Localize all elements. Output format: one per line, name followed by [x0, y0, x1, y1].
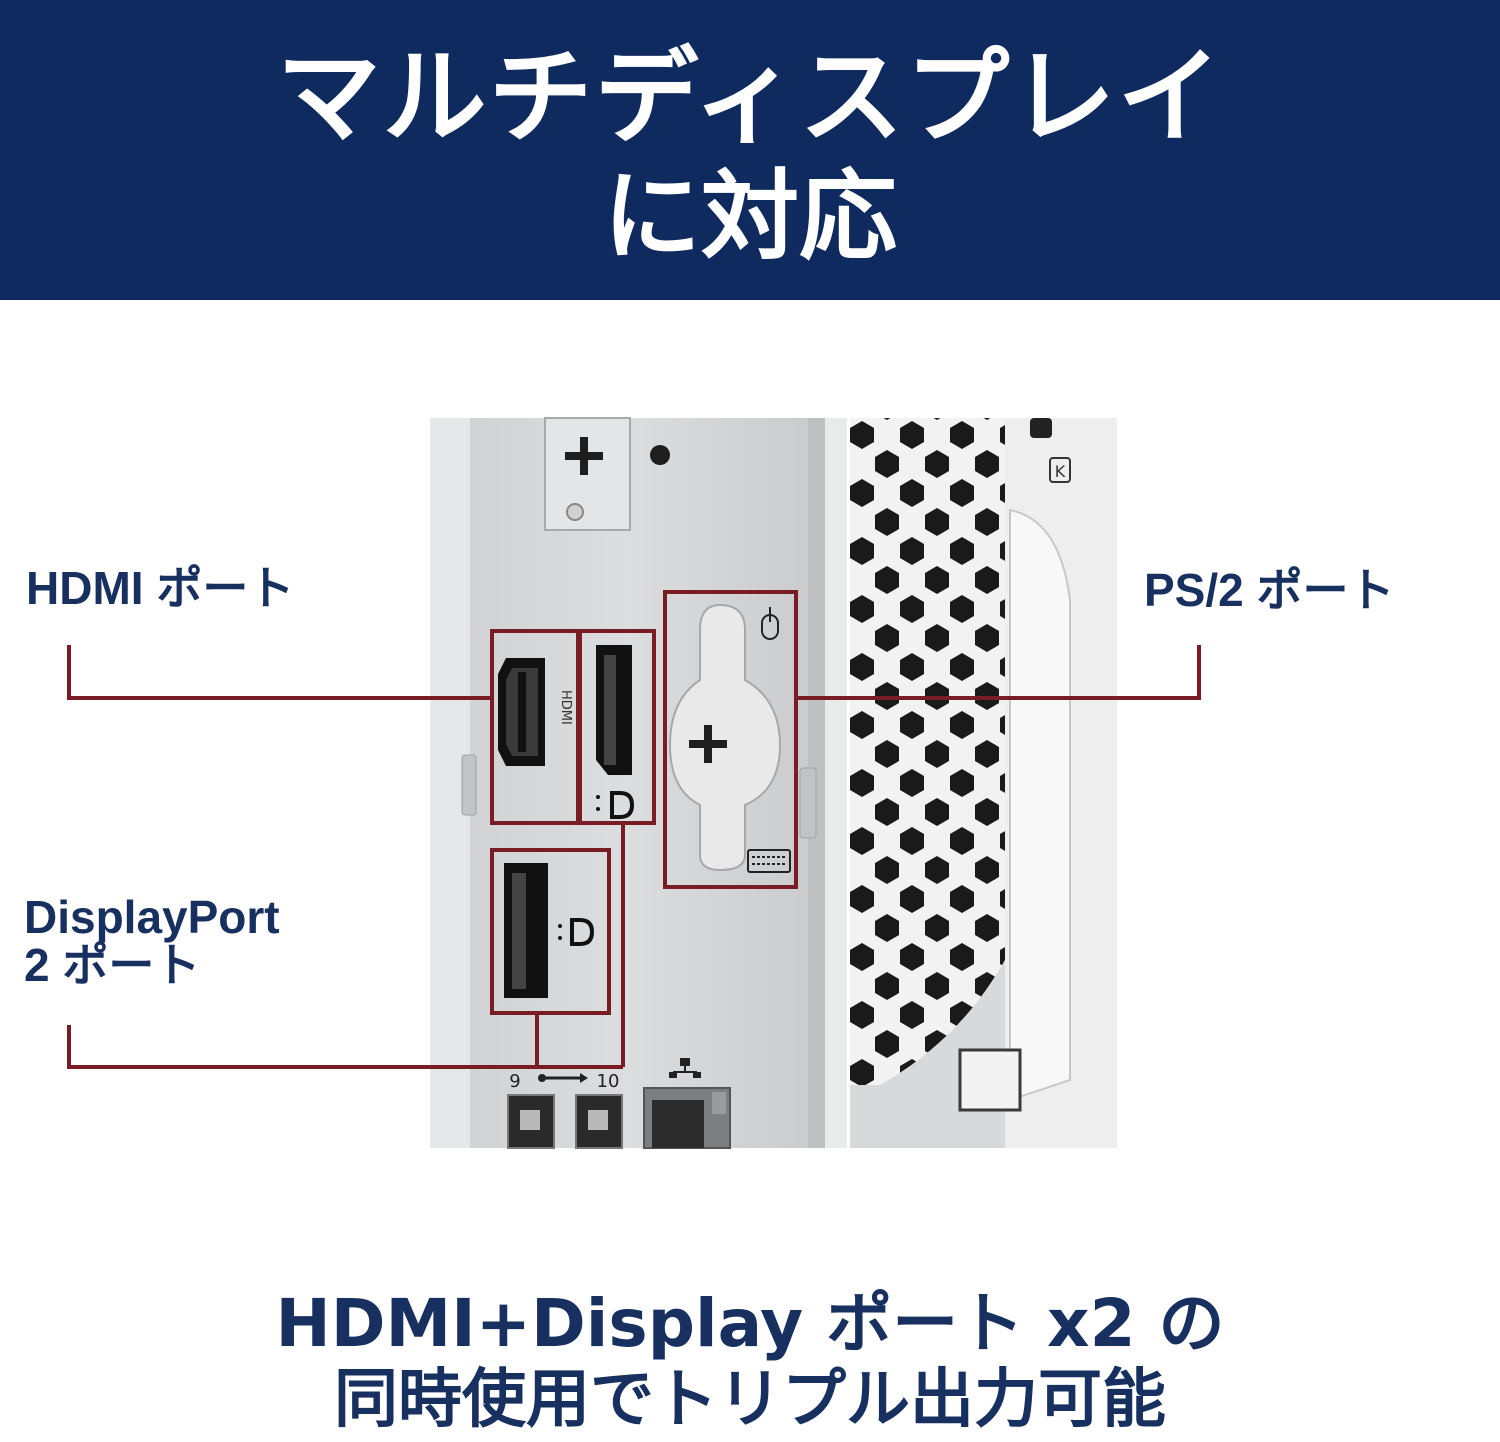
- ps2-port-cover: [668, 603, 782, 872]
- displayport-icon: [558, 918, 595, 946]
- svg-text:K: K: [1055, 462, 1066, 481]
- vent-grille: [850, 418, 1005, 1148]
- callout-box-displayport-2: [490, 848, 611, 1015]
- displayport-1: [596, 645, 632, 775]
- callout-lines: [67, 645, 1201, 1069]
- label-hdmi-port: HDMI ポート: [26, 562, 295, 614]
- ethernet-port: [643, 1087, 731, 1149]
- label-ps2-port: PS/2 ポート: [1144, 564, 1395, 616]
- usb-port-number-left: 9: [509, 1071, 520, 1092]
- callout-line-hdmi: [67, 645, 492, 700]
- plus-icon: [689, 725, 727, 763]
- network-icon: [669, 1058, 701, 1078]
- callout-box-displayport-1: [578, 629, 656, 825]
- callout-line-ps2: [796, 645, 1201, 700]
- keyboard-icon: [747, 849, 791, 873]
- hdmi-port-marking: HDMI: [558, 690, 573, 725]
- kensington-lock-icon: K: [1049, 457, 1071, 483]
- usb-icon: [538, 1073, 588, 1083]
- hdmi-port: [498, 658, 545, 766]
- usb-port-number-right: 10: [597, 1071, 620, 1092]
- caption-line1: HDMI+Display ポート x2 の: [275, 1285, 1225, 1362]
- callout-line-displayport: [67, 1025, 623, 1069]
- displayport-2: [504, 863, 548, 998]
- title-banner: マルチディスプレイ に対応: [0, 0, 1500, 300]
- displayport-icon: [596, 791, 635, 819]
- caption-line2: 同時使用でトリプル出力可能: [334, 1363, 1166, 1437]
- title-line1: マルチディスプレイ: [276, 36, 1224, 158]
- chassis-handle: [958, 418, 1117, 1148]
- usb-port-9: [507, 1094, 555, 1149]
- usb-port-10: [575, 1094, 623, 1149]
- callout-box-ps2: [663, 590, 798, 889]
- plus-icon: [565, 437, 603, 475]
- chassis-panel: [430, 418, 847, 1148]
- title-line2: に対応: [602, 160, 897, 274]
- label-displayport-line2: 2 ポート: [24, 939, 201, 991]
- mouse-icon: [761, 607, 779, 640]
- label-displayport-line1: DisplayPort: [24, 891, 280, 943]
- callout-frames: [490, 590, 798, 1015]
